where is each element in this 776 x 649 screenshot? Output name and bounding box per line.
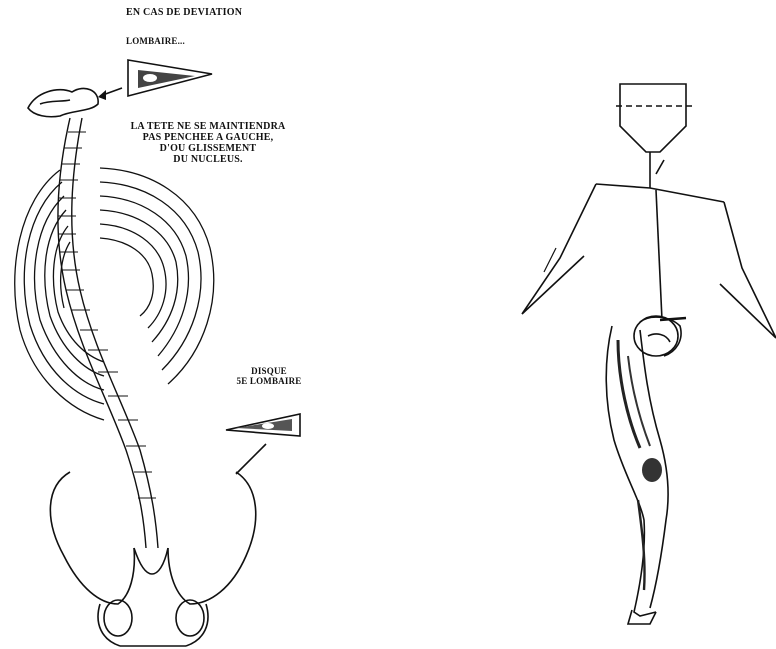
mannequin-shoulders (596, 184, 724, 202)
mannequin-left-arm (522, 184, 596, 314)
mannequin-head (616, 84, 692, 152)
mannequin-leg (606, 326, 668, 624)
neck-arrow (656, 160, 664, 174)
mannequin-right-arm (720, 202, 776, 338)
left-arm-arrow (544, 248, 556, 272)
mannequin-body-line (656, 190, 662, 320)
